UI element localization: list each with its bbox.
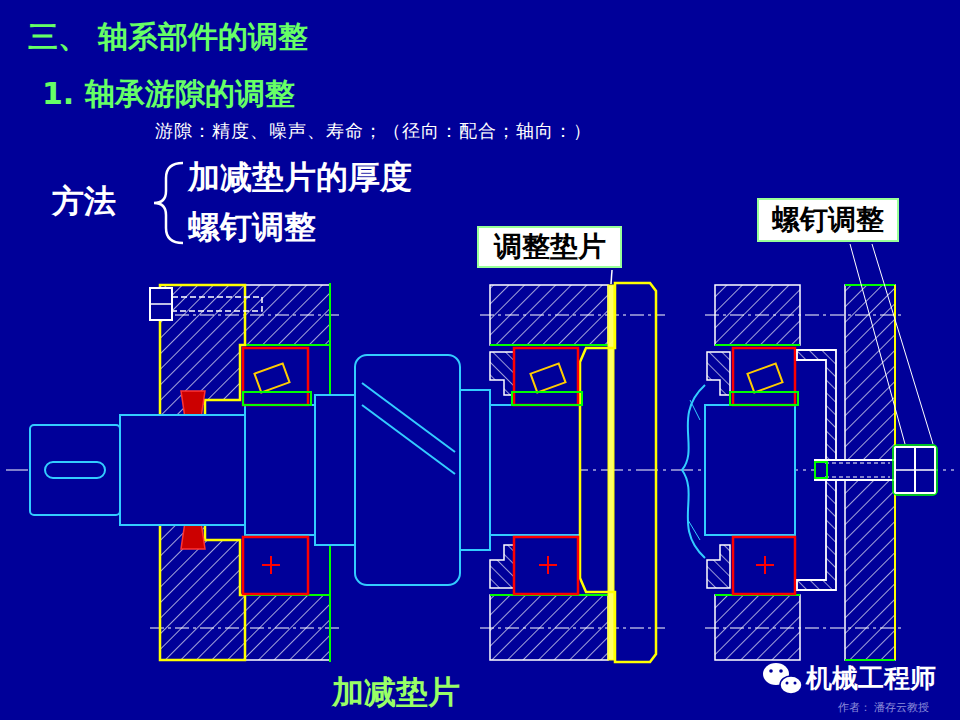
right-housing-part bbox=[715, 595, 800, 660]
right-bearing-part bbox=[733, 348, 795, 405]
seal-part bbox=[181, 391, 205, 418]
shaft-part bbox=[362, 405, 455, 474]
wechat-icon-part bbox=[769, 669, 773, 673]
shim-part bbox=[608, 285, 614, 660]
middle-bearing-part bbox=[514, 537, 578, 594]
adjusting-screw bbox=[815, 445, 937, 495]
wechat-icon-part bbox=[786, 682, 789, 685]
shaft-part bbox=[362, 383, 455, 452]
shaft-part bbox=[355, 355, 460, 585]
left-bearing-part bbox=[270, 556, 272, 574]
right-bearing-part bbox=[747, 363, 782, 392]
middle-housing-part bbox=[490, 285, 608, 345]
adjusting-screw-part bbox=[825, 477, 890, 478]
left-bearing bbox=[243, 348, 311, 594]
middle-bearing-part bbox=[514, 348, 578, 405]
right-end-cap-part bbox=[845, 284, 895, 286]
right-bearing-part bbox=[764, 556, 766, 574]
callout-text: 螺钉调整 bbox=[772, 205, 884, 236]
left-housing-part bbox=[245, 344, 330, 346]
middle-bearing-part bbox=[530, 363, 565, 392]
shaft-part bbox=[30, 425, 120, 515]
spacer-part bbox=[490, 352, 514, 395]
bolt-part bbox=[150, 288, 172, 320]
broken-shaft-part bbox=[688, 400, 700, 540]
brace-part bbox=[154, 163, 183, 243]
bolt-part bbox=[172, 297, 262, 311]
brace bbox=[154, 163, 183, 243]
wechat-icon-part bbox=[794, 682, 797, 685]
slide-title: 三、 轴系部件的调整 bbox=[28, 20, 308, 55]
wechat-icon bbox=[763, 663, 802, 694]
right-housing-part bbox=[715, 344, 800, 346]
spacer bbox=[490, 352, 514, 588]
middle-bearing-part bbox=[512, 392, 582, 405]
author-note: 作者： 潘存云教授 bbox=[838, 702, 930, 715]
left-housing-part bbox=[245, 595, 330, 660]
left-bearing-part bbox=[243, 537, 308, 594]
right-spacer-part bbox=[707, 352, 730, 395]
caption-label: 加减垫片 bbox=[332, 674, 460, 711]
left-housing-part bbox=[245, 285, 330, 345]
shaft-part bbox=[45, 462, 105, 478]
right-bearing-part bbox=[730, 392, 798, 405]
shim bbox=[608, 285, 614, 660]
shaft-part bbox=[490, 405, 580, 535]
note-text: 游隙：精度、噪声、寿命；（径向：配合；轴向：） bbox=[155, 121, 592, 142]
wechat-icon-part bbox=[780, 676, 802, 694]
shaft-part bbox=[245, 405, 315, 535]
centre-line bbox=[6, 315, 954, 628]
seal-part bbox=[181, 522, 205, 549]
section-heading: 1. 轴承游隙的调整 bbox=[42, 77, 295, 112]
broken-shaft-part bbox=[705, 405, 795, 535]
leader-line bbox=[611, 244, 933, 444]
leader-line-part bbox=[611, 270, 612, 284]
adjusting-screw-part bbox=[815, 462, 827, 478]
broken-shaft-part bbox=[682, 385, 705, 558]
watermark: 机械工程师 bbox=[806, 664, 936, 694]
middle-housing bbox=[490, 285, 608, 660]
leader-line-part bbox=[872, 244, 933, 444]
middle-housing-part bbox=[490, 595, 608, 660]
right-spacer bbox=[707, 352, 730, 588]
method-item: 螺钉调整 bbox=[188, 209, 316, 246]
middle-end-cap-part bbox=[580, 283, 656, 662]
middle-end-cap bbox=[580, 283, 656, 662]
method-label: 方法 bbox=[52, 183, 116, 220]
bolt-part bbox=[150, 303, 172, 305]
right-housing bbox=[715, 285, 800, 660]
shaft-part bbox=[120, 415, 245, 525]
shaft-part bbox=[315, 395, 355, 545]
left-bearing-part bbox=[254, 363, 289, 392]
right-end-cap-part bbox=[845, 659, 895, 661]
method-item: 加减垫片的厚度 bbox=[188, 159, 412, 196]
shaft-part bbox=[460, 390, 490, 550]
left-end-cap-part bbox=[160, 522, 245, 660]
bolt bbox=[150, 288, 262, 320]
callout-box: 螺钉调整 bbox=[757, 198, 899, 242]
spacer-part bbox=[490, 545, 514, 588]
leader-line-part bbox=[850, 244, 905, 444]
right-housing-part bbox=[715, 285, 800, 345]
left-bearing-part bbox=[243, 392, 311, 405]
adjusting-screw-part bbox=[825, 463, 890, 464]
broken-shaft bbox=[682, 385, 795, 558]
adjusting-screw-part bbox=[893, 445, 937, 495]
wechat-icon-part bbox=[779, 669, 783, 673]
left-bearing-part bbox=[243, 348, 308, 405]
middle-bearing-part bbox=[547, 556, 549, 574]
right-spacer-part bbox=[707, 545, 730, 588]
middle-bearing bbox=[512, 348, 582, 594]
middle-housing-part bbox=[490, 344, 608, 346]
callout-text: 调整垫片 bbox=[494, 232, 606, 263]
right-bearing bbox=[730, 348, 798, 594]
adjusting-screw-part bbox=[895, 469, 935, 471]
adjusting-screw-part bbox=[815, 460, 895, 480]
right-bearing-part bbox=[733, 537, 795, 594]
callout-box: 调整垫片 bbox=[477, 226, 622, 268]
